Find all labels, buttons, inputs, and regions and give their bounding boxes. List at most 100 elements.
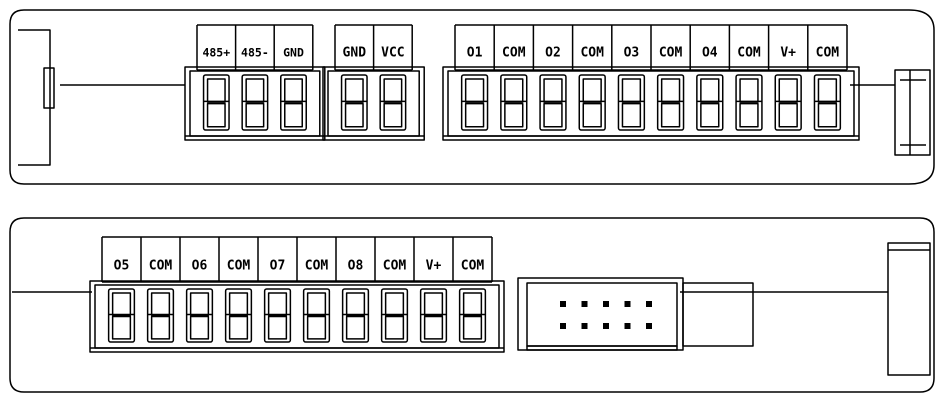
wire-entry xyxy=(700,102,720,128)
pin-label: O1 xyxy=(467,46,483,61)
header-pin xyxy=(646,323,652,329)
screw-terminal xyxy=(185,288,214,343)
pin-label: COM xyxy=(227,259,251,274)
pin-label: V+ xyxy=(426,259,442,274)
screw-head xyxy=(423,292,444,317)
pin-label: COM xyxy=(502,46,526,61)
pin-label: O5 xyxy=(114,259,130,274)
terminal-housing xyxy=(184,66,326,141)
screw-terminal xyxy=(539,74,567,131)
pin-label: 485- xyxy=(241,46,269,60)
wire-entry xyxy=(817,102,838,128)
pin-label: COM xyxy=(461,259,485,274)
header-pin xyxy=(560,323,566,329)
screw-head xyxy=(383,78,403,103)
bottom-module-outline xyxy=(9,217,935,393)
pin-label: COM xyxy=(816,46,840,61)
screw-terminal xyxy=(379,74,407,131)
pin-label: COM xyxy=(580,46,604,61)
screw-head xyxy=(621,78,642,103)
wire-entry xyxy=(206,102,226,128)
screw-terminal xyxy=(500,74,528,131)
screw-head xyxy=(464,78,485,103)
wire-entry xyxy=(504,102,524,128)
screw-head xyxy=(206,78,226,103)
wire-entry xyxy=(621,102,642,128)
screw-head xyxy=(344,78,364,103)
screw-head xyxy=(660,78,681,103)
header-pin xyxy=(624,323,631,329)
screw-terminal xyxy=(280,74,307,131)
screw-terminal xyxy=(813,74,842,131)
header-pin xyxy=(603,323,609,329)
screw-head xyxy=(739,78,759,103)
wire-entry xyxy=(383,102,403,128)
screw-terminal xyxy=(302,288,331,343)
screw-terminal xyxy=(146,288,175,343)
screw-head xyxy=(582,78,602,103)
terminal-housing xyxy=(322,66,425,141)
screw-head xyxy=(700,78,720,103)
wire-entry xyxy=(739,102,759,128)
screw-head xyxy=(817,78,838,103)
wire-entry xyxy=(284,102,303,128)
screw-terminal xyxy=(735,74,763,131)
pin-label: COM xyxy=(305,259,329,274)
screw-terminal xyxy=(617,74,646,131)
screw-head xyxy=(228,292,249,317)
wire-entry xyxy=(464,102,485,128)
pin-label: COM xyxy=(149,259,173,274)
wire-entry xyxy=(111,315,132,340)
pin-label: O6 xyxy=(192,259,208,274)
screw-head xyxy=(462,292,483,317)
screw-terminal xyxy=(380,288,409,343)
screw-head xyxy=(284,78,303,103)
pin-label: O4 xyxy=(702,46,718,61)
wire-entry xyxy=(660,102,681,128)
screw-head xyxy=(306,292,327,317)
wire-entry xyxy=(344,102,364,128)
wire-entry xyxy=(582,102,602,128)
screw-head xyxy=(111,292,132,317)
pin-label: O2 xyxy=(545,46,561,61)
pin-label: V+ xyxy=(780,46,796,61)
wire-entry xyxy=(345,315,366,340)
pin-label: O3 xyxy=(624,46,640,61)
screw-terminal xyxy=(419,288,448,343)
screw-head xyxy=(345,292,366,317)
screw-terminal xyxy=(341,288,370,343)
screw-terminal xyxy=(458,288,487,343)
header-pin xyxy=(581,301,588,307)
top-module-outline xyxy=(9,9,935,185)
header-pin xyxy=(560,301,566,307)
pin-label: COM xyxy=(659,46,683,61)
screw-head xyxy=(384,292,405,317)
wire-entry xyxy=(228,315,249,340)
wire-entry xyxy=(462,315,483,340)
header-pin xyxy=(603,301,609,307)
pin-label: O7 xyxy=(270,259,286,274)
header-pins xyxy=(560,301,652,329)
screw-head xyxy=(189,292,210,317)
screw-head xyxy=(150,292,171,317)
top-left-clip xyxy=(18,29,55,166)
header-pin xyxy=(581,323,588,329)
wire-entry xyxy=(778,102,798,128)
screw-head xyxy=(543,78,563,103)
pin-label: 485+ xyxy=(202,46,230,60)
screw-terminal xyxy=(578,74,606,131)
screw-terminal xyxy=(241,74,269,131)
header-pin xyxy=(624,301,631,307)
wire-entry xyxy=(267,315,288,340)
pin-label: COM xyxy=(737,46,761,61)
wire-entry xyxy=(543,102,563,128)
screw-terminal xyxy=(340,74,368,131)
screw-head xyxy=(267,292,288,317)
wire-entry xyxy=(189,315,210,340)
screw-terminal xyxy=(224,288,253,343)
wire-entry xyxy=(423,315,444,340)
screw-terminal xyxy=(696,74,724,131)
header-pin xyxy=(646,301,652,307)
